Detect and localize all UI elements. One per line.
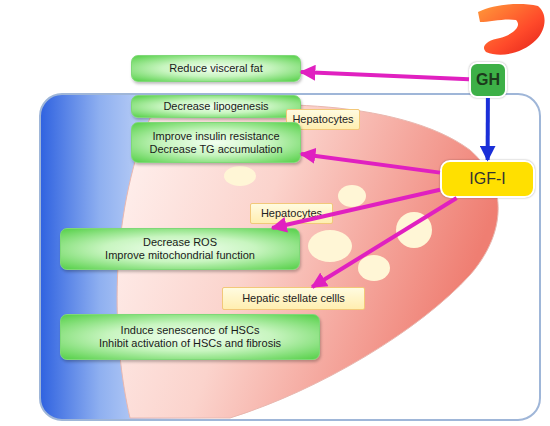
node-text: Hepatocytes	[292, 113, 353, 126]
effect-box: Decrease ROSImprove mitochondrial functi…	[60, 228, 300, 270]
fat-droplet	[224, 166, 256, 186]
effect-arrow	[301, 154, 440, 173]
node-text: Hepatocytes	[261, 207, 322, 220]
node-text: Hepatic stellate cellls	[242, 292, 345, 305]
effect-arrow	[301, 72, 469, 79]
fat-droplet	[396, 212, 432, 248]
fat-droplet	[338, 185, 366, 207]
node-text: Decrease ROS	[143, 236, 217, 249]
effect-box: Improve insulin resistanceDecrease TG ac…	[131, 122, 301, 163]
effect-box: Induce senescence of HSCsInhibit activat…	[60, 314, 320, 360]
node-text: IGF-I	[469, 170, 505, 188]
hormone-box: GH	[469, 62, 507, 98]
effect-arrow	[486, 98, 490, 160]
node-text: GH	[476, 71, 500, 89]
fat-droplet	[308, 230, 352, 262]
node-text: Improve insulin resistance	[152, 130, 279, 143]
cell-type-label: Hepatocytes	[250, 203, 333, 224]
node-text: Decrease lipogenesis	[163, 100, 268, 113]
organ-illustration	[478, 4, 545, 55]
effect-arrow	[312, 198, 456, 287]
fat-droplet	[358, 255, 390, 281]
node-text: Inhibit activation of HSCs and fibrosis	[99, 337, 281, 350]
effect-box: Reduce visceral fat	[131, 55, 301, 82]
node-text: Decrease TG accumulation	[149, 143, 282, 156]
cell-type-label: Hepatic stellate cellls	[222, 287, 365, 310]
liver-container	[40, 94, 540, 420]
effect-box: Decrease lipogenesis	[131, 95, 301, 118]
node-text: Induce senescence of HSCs	[121, 324, 260, 337]
node-text: Improve mitochondrial function	[105, 249, 255, 262]
node-text: Reduce visceral fat	[169, 62, 263, 75]
hormone-box: IGF-I	[440, 160, 535, 198]
effect-arrow	[272, 190, 440, 228]
